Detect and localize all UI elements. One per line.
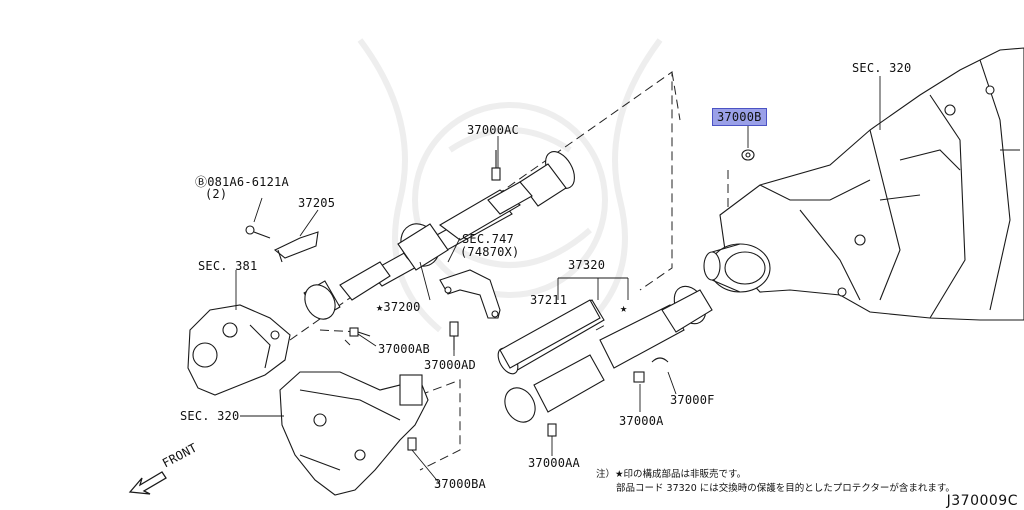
diagram-code: J370009C: [946, 493, 1018, 509]
bolt-37000BA: [407, 437, 417, 451]
note-line-2: 部品コード 37320 には交換時の保護を目的としたプロテクターが含まれます。: [616, 483, 955, 494]
protector-37211: [499, 299, 601, 369]
bolt-37000A: [633, 371, 645, 383]
label-37320: 37320: [568, 258, 606, 272]
label-74870x: (74870X): [460, 245, 520, 259]
label-37211: 37211: [530, 293, 568, 307]
label-bolt-qty: (2): [205, 187, 228, 201]
front-propeller-shaft: [303, 151, 575, 320]
label-37000ba: 37000BA: [434, 477, 486, 491]
label-37000aa: 37000AA: [528, 456, 580, 470]
note-line-1: 注）★印の構成部品は非販売です。: [596, 469, 747, 480]
front-arrow-icon: [128, 471, 167, 495]
center-bearing-bracket: [439, 269, 501, 319]
transmission-rear-flange: [703, 243, 771, 293]
label-star-marker: ★: [620, 301, 628, 315]
bolt-37000AA: [547, 423, 557, 437]
label-37000f: 37000F: [670, 393, 715, 407]
label-sec-381: SEC. 381: [198, 259, 258, 273]
clip-37000F: [651, 357, 669, 363]
bracket-37205: [245, 225, 319, 263]
washer-37000B: [741, 149, 755, 161]
label-37000ab: 37000AB: [378, 342, 430, 356]
label-37205: 37205: [298, 196, 336, 210]
label-bolt-code: Ⓑ081A6-6121A: [195, 175, 289, 189]
label-sec-747: SEC.747: [462, 232, 514, 246]
watermark-logo: [357, 38, 663, 333]
label-sec-320-left: SEC. 320: [180, 409, 240, 423]
leader-lines: [235, 76, 881, 485]
transfer-case: [187, 304, 291, 396]
label-37000ad: 37000AD: [424, 358, 476, 372]
label-37000ac: 37000AC: [467, 123, 519, 137]
label-37200: ★37200: [376, 300, 421, 314]
label-sec-320-top: SEC. 320: [852, 61, 912, 75]
bolt-37000AC: [491, 150, 501, 181]
label-37000a: 37000A: [619, 414, 664, 428]
bolt-37000AB: [349, 327, 371, 337]
phantom-lines: [289, 71, 729, 471]
label-37000b-highlighted[interactable]: 37000B: [712, 108, 767, 126]
bolt-37000AD: [449, 321, 459, 350]
clutch-housing: [279, 371, 429, 496]
